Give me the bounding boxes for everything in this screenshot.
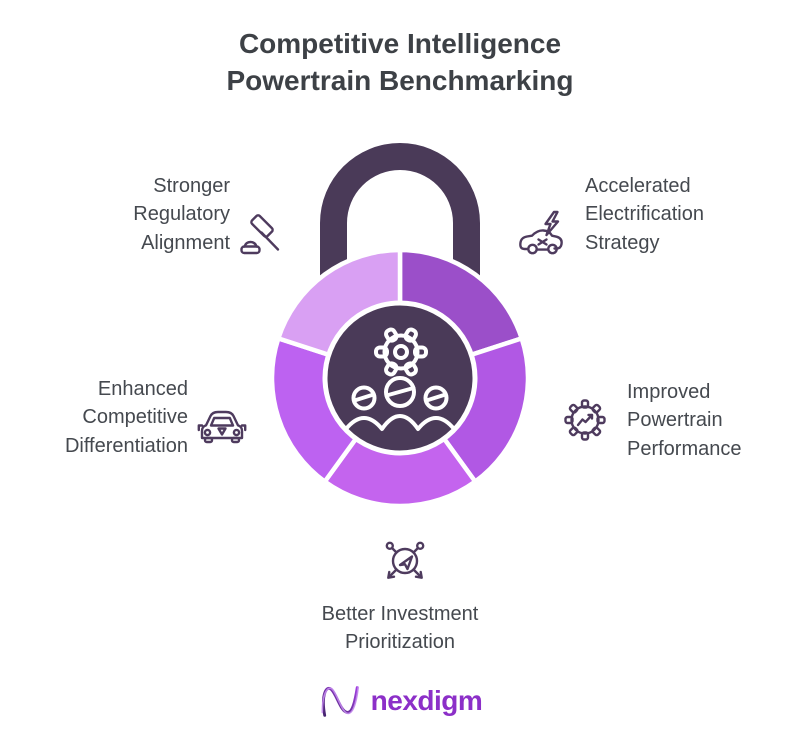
- car-front-icon: [194, 399, 250, 445]
- nexdigm-logo: nexdigm: [0, 680, 800, 722]
- gear-chart-icon: [560, 395, 610, 445]
- send-target-icon: [379, 534, 431, 586]
- page-title-line2: Powertrain Benchmarking: [226, 64, 574, 96]
- benefit-label-regulatory: Stronger Regulatory Alignment: [133, 175, 230, 254]
- electric-car-icon: [516, 206, 570, 262]
- nexdigm-logo-mark: [321, 686, 359, 717]
- benefit-label-investment: Better Investment Prioritization: [321, 603, 479, 654]
- page-title: Competitive Intelligence Powertrain Benc…: [0, 26, 800, 100]
- benefit-label-differentiation: Enhanced Competitive Differentiation: [64, 378, 188, 457]
- benefit-label-electrification: Accelerated Electrification Strategy: [585, 175, 704, 254]
- benefit-label-performance: Improved Powertrain Performance: [627, 381, 742, 460]
- team-gear-icon: [344, 327, 456, 431]
- gavel-icon: [236, 213, 284, 261]
- page-title-line1: Competitive Intelligence: [238, 28, 562, 59]
- nexdigm-logo-text: nexdigm: [370, 685, 483, 716]
